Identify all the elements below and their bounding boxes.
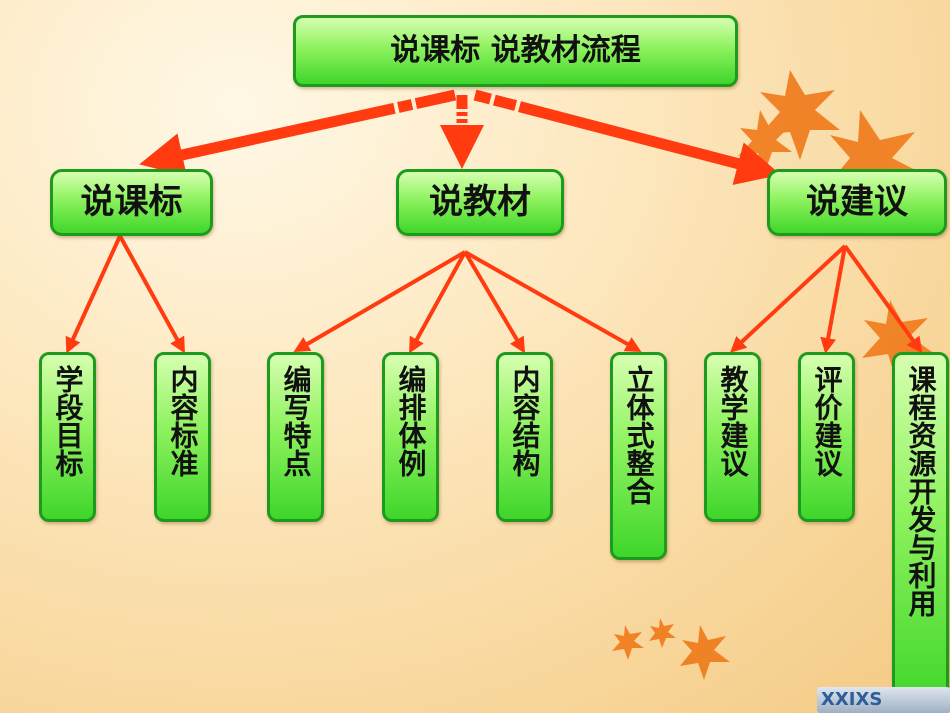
branch-textbook: 说教材 bbox=[396, 169, 564, 236]
arrow-to-leaf-content-standards bbox=[118, 235, 185, 354]
leaf-integration: 立体式整合 bbox=[610, 352, 667, 560]
arrow-to-leaf-content-structure bbox=[463, 250, 526, 354]
leaf-layout-style: 编排体例 bbox=[382, 352, 439, 522]
leaf-writing-features: 编写特点 bbox=[267, 352, 324, 522]
arrow-to-leaf-layout-style bbox=[409, 251, 467, 354]
arrow-to-leaf-evaluation-suggestions bbox=[820, 245, 847, 354]
leaf-content-structure: 内容结构 bbox=[496, 352, 553, 522]
arrow-to-branch-suggestions bbox=[473, 89, 781, 185]
maple-leaf-decoration bbox=[612, 70, 932, 680]
arrow-to-leaf-writing-features bbox=[293, 250, 467, 353]
branch-suggestions: 说建议 bbox=[767, 169, 947, 236]
leaf-resource-development: 课程资源开发与利用 bbox=[892, 352, 949, 710]
arrow-to-leaf-teaching-suggestions bbox=[730, 244, 847, 353]
arrow-to-leaf-resource-development bbox=[843, 244, 923, 354]
arrow-to-branch-curriculum bbox=[139, 89, 457, 177]
leaf-stage-goals: 学段目标 bbox=[39, 352, 96, 522]
branch-curriculum-standards: 说课标 bbox=[50, 169, 213, 236]
diagram-title: 说课标 说教材流程 bbox=[293, 15, 738, 87]
arrow-to-leaf-integration bbox=[464, 250, 642, 352]
leaf-evaluation-suggestions: 评价建议 bbox=[798, 352, 855, 522]
leaf-teaching-suggestions: 教学建议 bbox=[704, 352, 761, 522]
leaf-content-standards: 内容标准 bbox=[154, 352, 211, 522]
arrow-to-leaf-stage-goals bbox=[65, 235, 122, 354]
watermark-logo: XXIXS bbox=[817, 687, 950, 713]
